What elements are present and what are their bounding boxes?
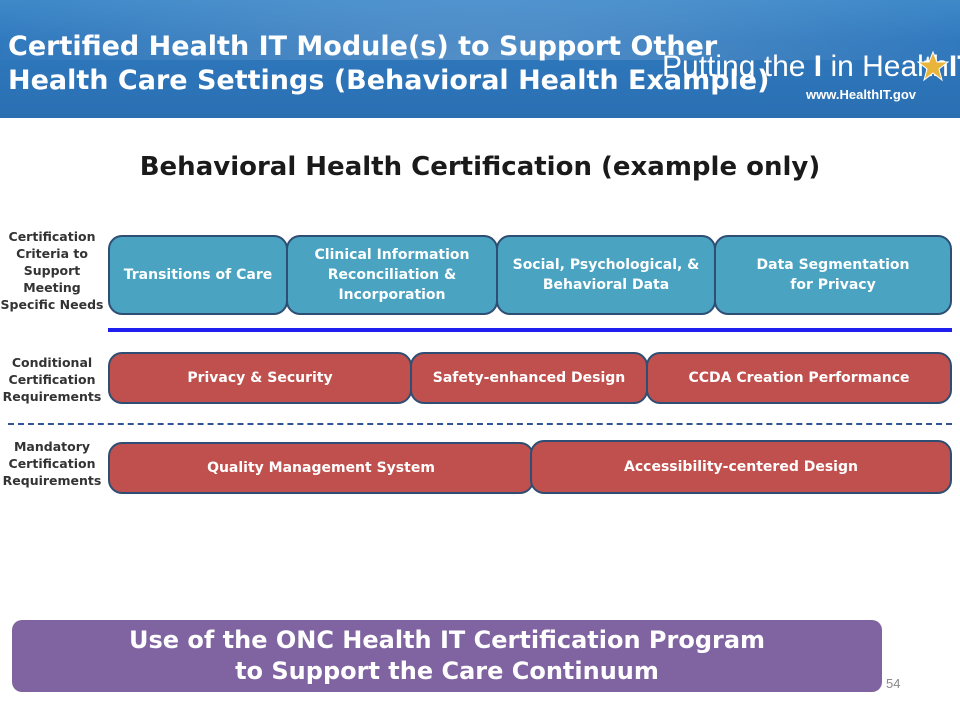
- row-label-conditional: Conditional Certification Requirements: [0, 354, 104, 405]
- logo-text-i: I: [813, 50, 823, 83]
- row-label-line: Certification: [8, 229, 96, 244]
- row-label-line: Criteria to: [16, 246, 88, 261]
- slide-title-line-2: Health Care Settings (Behavioral Health …: [8, 65, 770, 96]
- criteria-box-line: Reconciliation &: [327, 267, 457, 283]
- criteria-box-line: Data Segmentation: [756, 257, 910, 273]
- criteria-box-line: Clinical Information: [314, 247, 470, 263]
- criteria-box-data-segmentation: Data Segmentation for Privacy: [714, 235, 952, 315]
- logo-text-prefix: Putting the: [662, 50, 814, 83]
- diagram-heading: Behavioral Health Certification (example…: [139, 152, 821, 182]
- row-label-line: Support: [23, 263, 81, 278]
- logo-wordmark: Putting the I in HealthIT: [662, 50, 960, 84]
- star-icon: [917, 50, 949, 82]
- row-label-criteria: Certification Criteria to Support Meetin…: [0, 228, 104, 313]
- footer-line-2: to Support the Care Continuum: [235, 657, 659, 685]
- header-banner: Certified Health IT Module(s) to Support…: [0, 0, 960, 118]
- mandatory-box-accessibility: Accessibility-centered Design: [530, 440, 952, 494]
- criteria-box-line: Behavioral Data: [542, 277, 670, 293]
- banner-shine: [0, 0, 960, 60]
- page-number: 54: [886, 676, 901, 691]
- criteria-box-text: Clinical Information Reconciliation & In…: [315, 245, 470, 305]
- conditional-box-ccda-creation: CCDA Creation Performance: [646, 352, 952, 404]
- row-label-line: Conditional: [11, 355, 93, 370]
- footer-banner: Use of the ONC Health IT Certification P…: [12, 620, 882, 692]
- slide-title-line-1: Certified Health IT Module(s) to Support…: [8, 31, 718, 62]
- healthit-logo: Putting the I in HealthIT www.HealthIT.g…: [662, 50, 960, 110]
- row-label-mandatory: Mandatory Certification Requirements: [0, 438, 104, 489]
- row-label-line: Meeting: [23, 280, 81, 295]
- logo-text-it: IT: [948, 50, 960, 83]
- criteria-box-line: Incorporation: [338, 287, 446, 303]
- row-label-line: Certification: [8, 456, 96, 471]
- criteria-box-text: Social, Psychological, & Behavioral Data: [513, 255, 700, 295]
- row-label-line: Mandatory: [13, 439, 91, 454]
- mandatory-box-quality-management: Quality Management System: [108, 442, 534, 494]
- footer-line-1: Use of the ONC Health IT Certification P…: [128, 626, 766, 654]
- criteria-box-line: for Privacy: [790, 277, 876, 293]
- logo-url: www.HealthIT.gov: [806, 87, 917, 102]
- conditional-box-safety-enhanced-design: Safety-enhanced Design: [410, 352, 648, 404]
- criteria-box-text: Data Segmentation for Privacy: [757, 255, 910, 295]
- criteria-box-clinical-information: Clinical Information Reconciliation & In…: [286, 235, 498, 315]
- row-label-line: Certification: [8, 372, 96, 387]
- criteria-box-line: Social, Psychological, &: [512, 257, 700, 273]
- criteria-divider: [108, 328, 952, 332]
- criteria-box-social-psychological: Social, Psychological, & Behavioral Data: [496, 235, 716, 315]
- conditional-box-privacy-security: Privacy & Security: [108, 352, 412, 404]
- mandatory-divider: [8, 423, 952, 425]
- criteria-box-text: Transitions of Care: [124, 265, 272, 285]
- row-label-line: Specific Needs: [0, 297, 104, 312]
- row-label-line: Requirements: [2, 389, 102, 404]
- row-label-line: Requirements: [2, 473, 102, 488]
- criteria-box-transitions-of-care: Transitions of Care: [108, 235, 288, 315]
- criteria-box-line: Transitions of Care: [123, 267, 273, 283]
- slide-title: Certified Health IT Module(s) to Support…: [8, 30, 770, 98]
